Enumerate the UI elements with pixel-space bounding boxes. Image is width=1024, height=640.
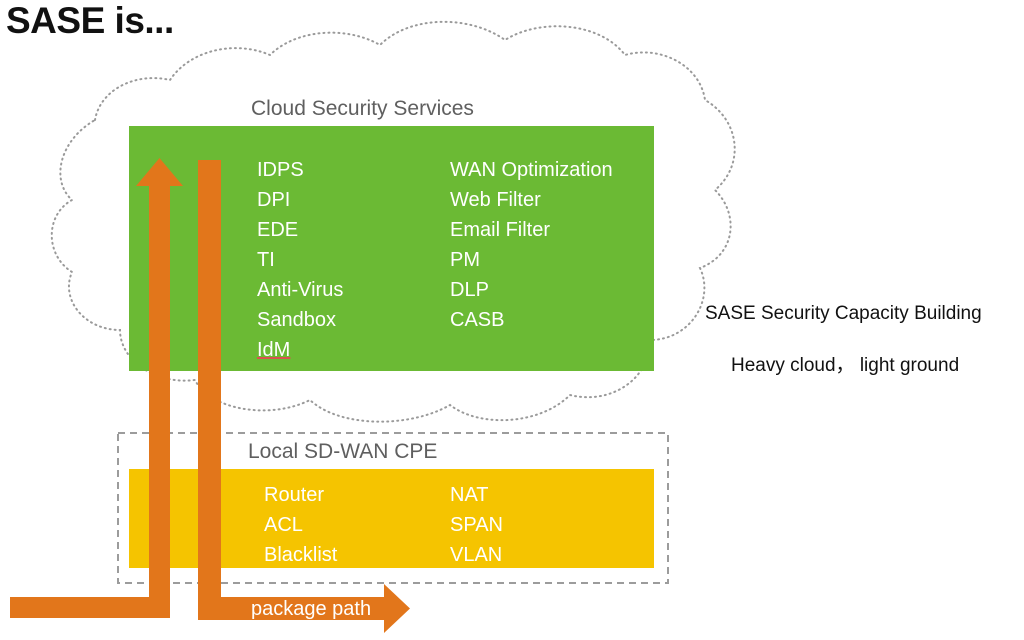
list-item: Sandbox xyxy=(257,309,336,331)
cloud-outline xyxy=(50,20,736,423)
list-item: Anti-Virus xyxy=(257,279,344,301)
package-path-label: package path xyxy=(251,598,372,620)
downstream-arrow xyxy=(198,160,410,633)
page-title: SASE is... xyxy=(6,0,174,41)
capacity-building-text: SASE Security Capacity Building xyxy=(705,303,982,324)
list-item: ACL xyxy=(264,514,303,536)
list-item: DLP xyxy=(450,279,489,301)
list-item: Blacklist xyxy=(264,544,338,566)
list-item: TI xyxy=(257,249,275,271)
cpe-functions-left-list: Router ACL Blacklist xyxy=(264,480,337,570)
list-item: SPAN xyxy=(450,514,503,536)
upstream-arrow xyxy=(10,158,183,618)
list-item: Email Filter xyxy=(450,219,551,241)
list-item: CASB xyxy=(450,309,505,331)
list-item: WAN Optimization xyxy=(450,159,613,181)
heavy-cloud-light-ground-text: Heavy cloud， light ground xyxy=(731,355,960,376)
list-item: VLAN xyxy=(450,544,503,566)
list-item: Web Filter xyxy=(450,189,541,211)
list-item: EDE xyxy=(257,219,299,241)
list-item: NAT xyxy=(450,484,489,506)
list-item: IdM xyxy=(257,339,291,361)
list-item: IDPS xyxy=(257,159,304,181)
list-item: Router xyxy=(264,484,325,506)
cloud-services-left-list: IDPS DPI EDE TI Anti-Virus Sandbox IdM xyxy=(257,155,343,365)
list-item: PM xyxy=(450,249,480,271)
cloud-services-right-list: WAN Optimization Web Filter Email Filter… xyxy=(450,155,613,335)
cpe-functions-right-list: NAT SPAN VLAN xyxy=(450,480,503,570)
cloud-security-services-label: Cloud Security Services xyxy=(251,97,474,120)
list-item: DPI xyxy=(257,189,291,211)
local-sdwan-cpe-label: Local SD-WAN CPE xyxy=(248,440,438,463)
cpe-dashed-box xyxy=(117,432,669,584)
